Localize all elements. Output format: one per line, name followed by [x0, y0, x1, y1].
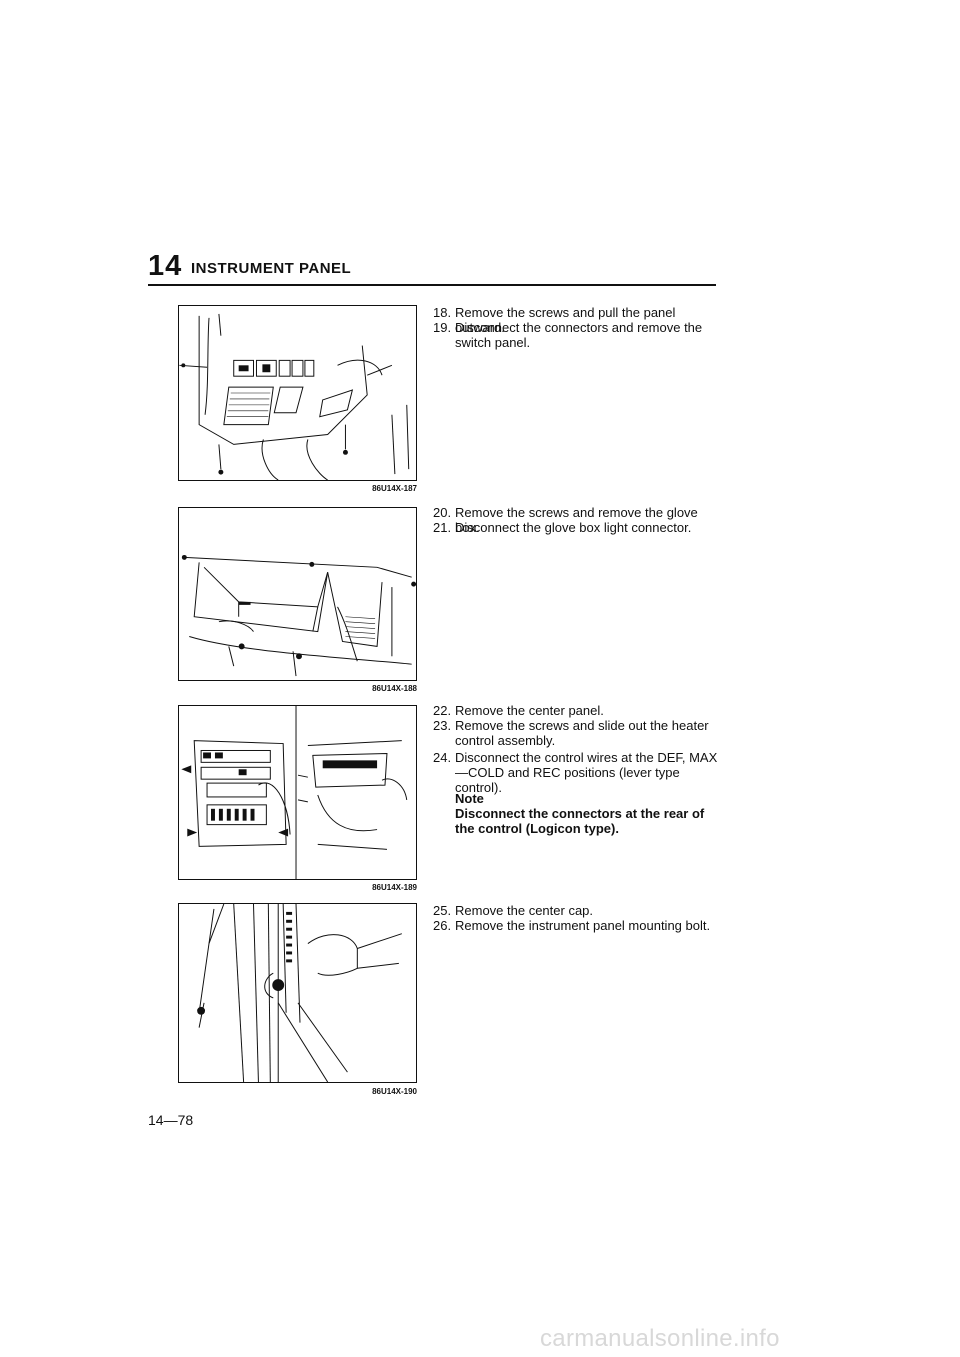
- figure-code: 86U14X-188: [372, 684, 417, 693]
- step-26: 26. Remove the instrument panel mounting…: [433, 918, 723, 933]
- step-number: 19.: [433, 320, 452, 335]
- step-19: 19. Disconnect the connectors and remove…: [433, 320, 723, 350]
- heater-control-illustration: [181, 706, 408, 879]
- header-rule: [148, 284, 716, 286]
- step-text: Remove the center panel.: [455, 703, 604, 718]
- step-25: 25. Remove the center cap.: [433, 903, 723, 918]
- step-text: Remove the instrument panel mounting bol…: [455, 918, 711, 933]
- step-24: 24. Disconnect the control wires at the …: [433, 750, 723, 795]
- step-number: 24.: [433, 750, 452, 765]
- figure-code: 86U14X-189: [372, 883, 417, 892]
- figure-glove-box: [178, 507, 417, 681]
- step-21: 21. Disconnect the glove box light conne…: [433, 520, 723, 535]
- figure-heater-control: [178, 705, 417, 880]
- note-title: Note: [455, 791, 484, 806]
- step-23: 23. Remove the screws and slide out the …: [433, 718, 723, 748]
- page-header: 14 INSTRUMENT PANEL: [148, 250, 716, 286]
- step-text: Remove the screws and pull the panel out…: [455, 305, 676, 335]
- step-number: 22.: [433, 703, 452, 718]
- glove-box-illustration: [181, 554, 416, 677]
- chapter-title: INSTRUMENT PANEL: [191, 260, 352, 277]
- step-text: Disconnect the connectors and remove the…: [455, 320, 703, 350]
- watermark: carmanualsonline.info: [540, 1325, 780, 1352]
- step-text: Disconnect the glove box light connector…: [455, 520, 692, 535]
- chapter-number: 14: [148, 250, 183, 282]
- step-20: 20. Remove the screws and remove the glo…: [433, 505, 723, 535]
- step-text: Remove the screws and slide out the heat…: [455, 718, 709, 748]
- switch-panel-illustration: [179, 313, 410, 480]
- figure-code: 86U14X-190: [372, 1087, 417, 1096]
- note-block: Note Disconnect the connectors at the re…: [455, 791, 723, 836]
- step-number: 18.: [433, 305, 452, 320]
- step-number: 20.: [433, 505, 452, 520]
- note-text: Disconnect the connectors at the rear of…: [455, 806, 705, 836]
- figure-mounting-bolt: [178, 903, 417, 1083]
- step-18: 18. Remove the screws and pull the panel…: [433, 305, 723, 335]
- figure-switch-panel: [178, 305, 417, 481]
- step-text: Disconnect the control wires at the DEF,…: [455, 750, 718, 795]
- mounting-bolt-illustration: [197, 904, 402, 1082]
- figure-code: 86U14X-187: [372, 484, 417, 493]
- step-number: 23.: [433, 718, 452, 733]
- step-number: 25.: [433, 903, 452, 918]
- step-text: Remove the center cap.: [455, 903, 594, 918]
- step-number: 26.: [433, 918, 452, 933]
- page-number: 14—78: [148, 1112, 194, 1128]
- step-number: 21.: [433, 520, 452, 535]
- step-22: 22. Remove the center panel.: [433, 703, 723, 718]
- step-text: Remove the screws and remove the glove b…: [455, 505, 698, 535]
